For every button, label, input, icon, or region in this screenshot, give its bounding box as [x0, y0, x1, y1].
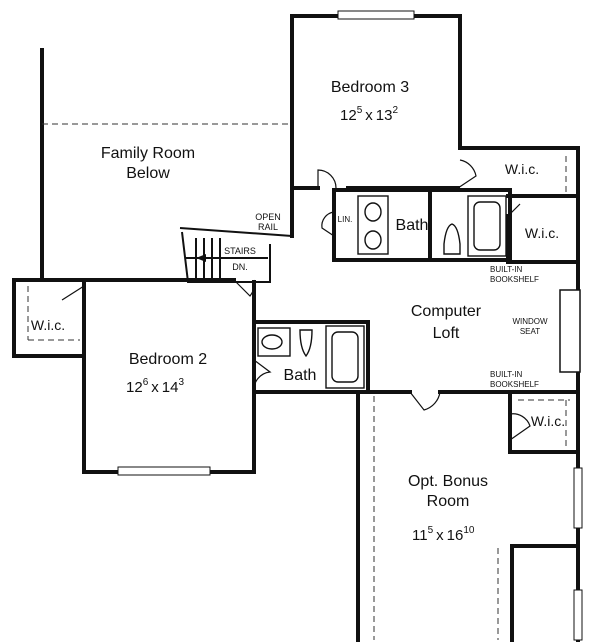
door-swing	[507, 203, 521, 217]
bedroom2-name: Bedroom 2	[129, 351, 207, 368]
bookshelf-label: BUILT-IN	[490, 370, 523, 379]
bath-upper-label: Bath	[396, 217, 429, 234]
loft-label: Computer	[411, 303, 482, 320]
bathtub-basin	[331, 331, 359, 383]
sink	[364, 230, 382, 250]
wic-label: W.i.c.	[31, 317, 65, 333]
bonus-room-name: Opt. Bonus	[408, 473, 488, 490]
door-swing	[61, 285, 85, 301]
wall-segment	[252, 320, 370, 394]
window	[117, 466, 211, 476]
dashed-lines	[27, 123, 570, 640]
family-room-sublabel: Below	[126, 165, 170, 182]
door-swing	[457, 159, 477, 189]
sink	[261, 334, 283, 350]
wall-segment	[179, 227, 293, 237]
window	[573, 589, 583, 641]
window	[573, 467, 583, 529]
down-label: DN.	[232, 262, 248, 272]
door-swing	[317, 169, 337, 189]
window-seat	[559, 289, 581, 373]
staircase	[186, 238, 268, 278]
bonus-room-sublabel: Room	[427, 493, 470, 510]
door-swing	[321, 211, 335, 237]
door-swing	[409, 391, 441, 411]
wic-label: W.i.c.	[531, 413, 565, 429]
bookshelf-label: BUILT-IN	[490, 265, 523, 274]
doors	[61, 159, 531, 441]
door-swing	[233, 279, 255, 297]
window-seat-label: WINDOW	[512, 317, 548, 326]
bookshelf-label: BOOKSHELF	[490, 275, 539, 284]
toilet	[443, 223, 461, 255]
wall-segment	[82, 278, 360, 474]
window-seat-label: SEAT	[520, 327, 540, 336]
windows	[117, 10, 583, 641]
linen-label: LIN.	[338, 215, 353, 224]
stairs-label: STAIRS	[224, 246, 256, 256]
stair-arrow	[196, 254, 206, 262]
walls	[12, 14, 580, 642]
window	[337, 10, 415, 20]
fixtures	[186, 195, 507, 389]
bookshelf-label: BOOKSHELF	[490, 380, 539, 389]
sink	[364, 202, 382, 222]
door-swing	[253, 359, 272, 393]
door-swing	[509, 413, 531, 441]
family-room-label: Family Room	[101, 145, 195, 162]
wic-label: W.i.c.	[505, 161, 539, 177]
open-rail-label: RAIL	[258, 222, 278, 232]
toilet	[299, 329, 313, 358]
bath-lower-label: Bath	[284, 367, 317, 384]
bedroom3-name: Bedroom 3	[331, 79, 409, 96]
loft-sublabel: Loft	[433, 325, 460, 342]
wic-label: W.i.c.	[525, 225, 559, 241]
wall-segment	[508, 390, 580, 454]
wall-segment	[12, 278, 86, 358]
bathtub-basin	[473, 201, 501, 251]
open-rail-label: OPEN	[255, 212, 281, 222]
